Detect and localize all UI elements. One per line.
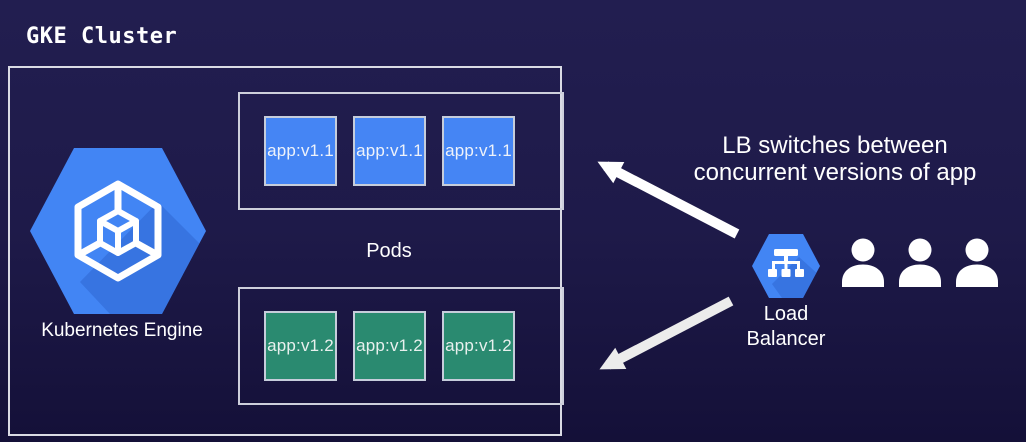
gke-cluster-box (8, 66, 562, 436)
pod-app-v1-1: app:v1.1 (264, 116, 337, 186)
pods-label: Pods (366, 240, 412, 262)
load-balancer-label-line1: Load (763, 303, 809, 325)
pod-app-v1-2: app:v1.2 (353, 311, 426, 381)
load-balancer-icon (752, 234, 820, 298)
person-icon (956, 238, 998, 287)
pod-app-v1-1: app:v1.1 (353, 116, 426, 186)
pod-app-v1-2: app:v1.2 (442, 311, 515, 381)
pod-group-v1-2: app:v1.2 app:v1.2 app:v1.2 (238, 287, 564, 405)
arrow-to-pods-v1-2 (599, 296, 734, 370)
lb-annotation-line1: LB switches between (722, 132, 948, 159)
diagram-title: GKE Cluster (26, 24, 178, 49)
kubernetes-engine-icon (30, 148, 206, 314)
lb-annotation-line2: concurrent versions of app (693, 159, 977, 186)
person-icon (842, 238, 884, 287)
pod-app-v1-1: app:v1.1 (442, 116, 515, 186)
load-balancer-label: Load Balancer (726, 302, 846, 352)
person-icon (899, 238, 941, 287)
users-group (841, 237, 999, 287)
load-balancer-label-line2: Balancer (746, 328, 826, 350)
lb-annotation: LB switches between concurrent versions … (650, 132, 1020, 186)
pod-group-v1-1: app:v1.1 app:v1.1 app:v1.1 (238, 92, 564, 210)
kubernetes-engine-label: Kubernetes Engine (41, 320, 203, 341)
network-tree-glyph (768, 249, 804, 277)
pod-app-v1-2: app:v1.2 (264, 311, 337, 381)
